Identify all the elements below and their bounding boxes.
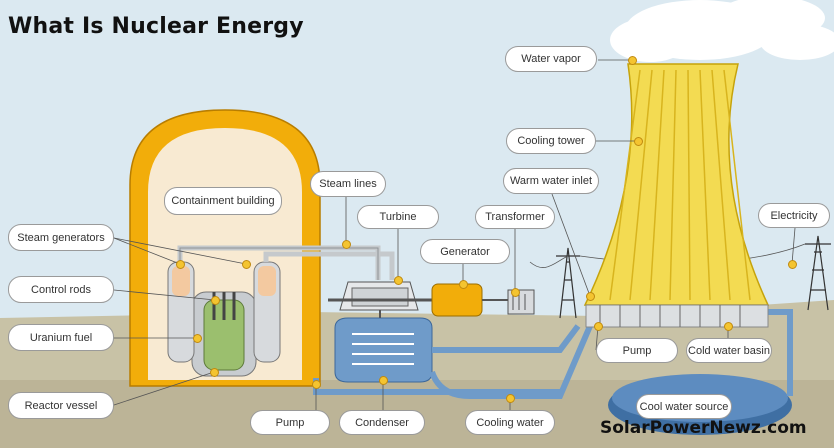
label-steam-lines: Steam lines <box>310 171 386 197</box>
label-condenser: Condenser <box>339 410 425 435</box>
pin-pump-left <box>312 380 321 389</box>
pin-generator <box>459 280 468 289</box>
pin-steam-lines <box>342 240 351 249</box>
cloud <box>610 0 834 62</box>
pin-water-vapor <box>628 56 637 65</box>
label-electricity: Electricity <box>758 203 830 228</box>
label-cold-water-basin: Cold water basin <box>686 338 772 363</box>
pin-control-rods <box>211 296 220 305</box>
cold-water-basin-shape <box>585 304 769 328</box>
pin-steam-generator-left <box>176 260 185 269</box>
pin-cooling-tower <box>634 137 643 146</box>
label-pump-left: Pump <box>250 410 330 435</box>
pin-cooling-water <box>506 394 515 403</box>
label-cooling-tower: Cooling tower <box>506 128 596 154</box>
leader-lines <box>113 59 796 410</box>
label-pump-right: Pump <box>596 338 678 363</box>
watermark: SolarPowerNewz.com <box>600 418 807 438</box>
condenser-shape <box>334 317 433 383</box>
label-containment-building: Containment building <box>164 187 282 215</box>
label-cool-water-source: Cool water source <box>636 394 732 419</box>
label-cooling-water: Cooling water <box>465 410 555 435</box>
pin-condenser <box>379 376 388 385</box>
label-reactor-vessel: Reactor vessel <box>8 392 114 419</box>
pin-cold-water-basin <box>724 322 733 331</box>
generator-shape <box>431 283 483 317</box>
pin-uranium-fuel <box>193 334 202 343</box>
pin-reactor-vessel <box>210 368 219 377</box>
pin-transformer <box>511 288 520 297</box>
label-transformer: Transformer <box>475 205 555 229</box>
pin-pump-right <box>594 322 603 331</box>
page-title: What Is Nuclear Energy <box>8 14 304 39</box>
label-generator: Generator <box>420 239 510 264</box>
label-turbine: Turbine <box>357 205 439 229</box>
pin-electricity <box>788 260 797 269</box>
label-uranium-fuel: Uranium fuel <box>8 324 114 351</box>
label-water-vapor: Water vapor <box>505 46 597 72</box>
label-steam-generators: Steam generators <box>8 224 114 251</box>
cooling-tower-stripes <box>609 69 751 301</box>
label-control-rods: Control rods <box>8 276 114 303</box>
label-warm-water-inlet: Warm water inlet <box>503 168 599 194</box>
pin-turbine <box>394 276 403 285</box>
pin-warm-water-inlet <box>586 292 595 301</box>
pin-steam-generator-right <box>242 260 251 269</box>
